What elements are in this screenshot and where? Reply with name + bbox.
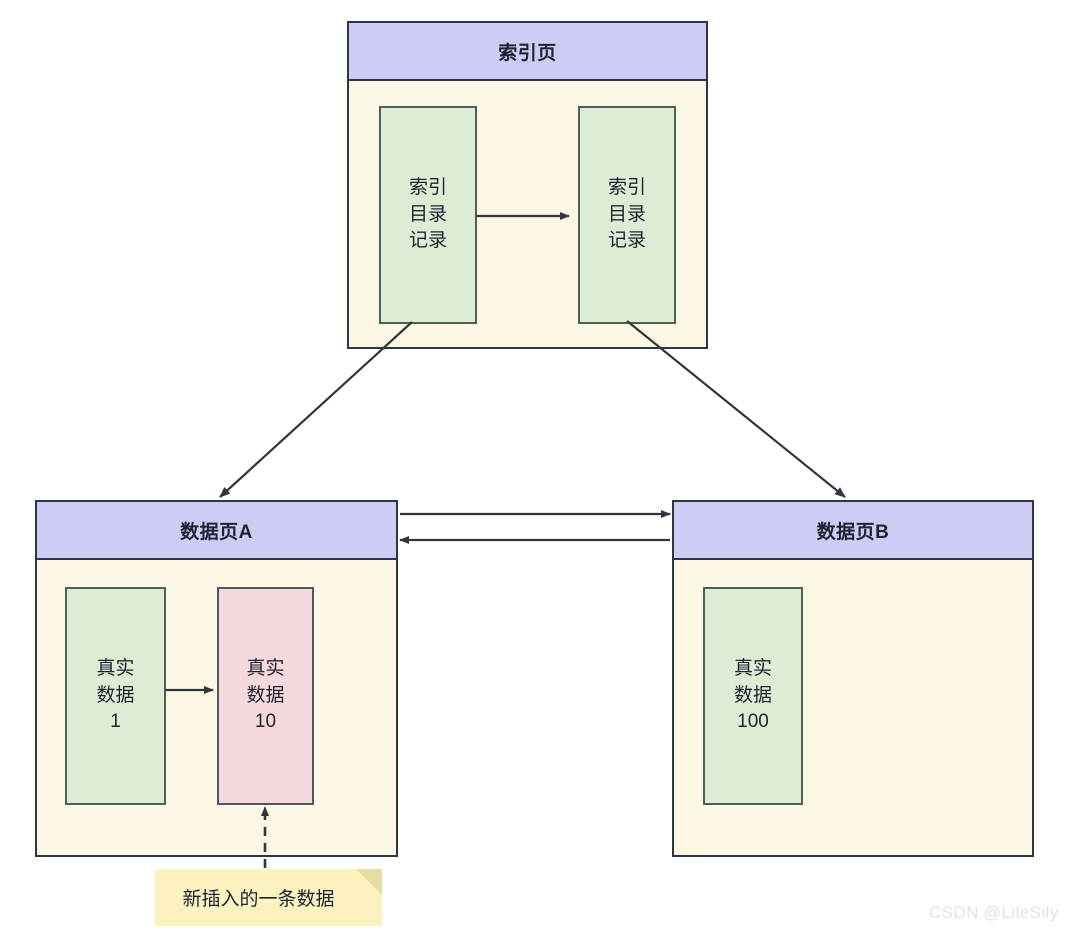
data-record-100-label: 真实 数据 100 bbox=[733, 657, 772, 733]
data-record-1[interactable]: 真实 数据 1 bbox=[65, 587, 166, 805]
data-record-10[interactable]: 真实 数据 10 bbox=[217, 587, 314, 805]
data-page-b-header: 数据页B bbox=[674, 502, 1032, 560]
index-record-1-label: 索引 目录 记录 bbox=[408, 176, 447, 252]
data-record-10-label: 真实 数据 10 bbox=[246, 657, 285, 733]
index-page-body: 索引 目录 记录 索引 目录 记录 bbox=[349, 81, 706, 347]
data-page-b-container[interactable]: 数据页B 真实 数据 100 bbox=[672, 500, 1034, 857]
sticky-note-new-row[interactable]: 新插入的一条数据 bbox=[155, 869, 382, 926]
data-page-a-container[interactable]: 数据页A 真实 数据 1 真实 数据 10 bbox=[35, 500, 398, 857]
data-page-a-body: 真实 数据 1 真实 数据 10 bbox=[37, 560, 396, 855]
index-page-header: 索引页 bbox=[349, 23, 706, 81]
index-record-2-label: 索引 目录 记录 bbox=[607, 176, 646, 252]
index-page-container[interactable]: 索引页 索引 目录 记录 索引 目录 记录 bbox=[347, 21, 708, 349]
data-page-b-body: 真实 数据 100 bbox=[674, 560, 1032, 855]
watermark-text: CSDN @LileSily bbox=[929, 903, 1059, 922]
sticky-note-label: 新插入的一条数据 bbox=[182, 889, 335, 910]
index-record-1[interactable]: 索引 目录 记录 bbox=[379, 106, 477, 324]
index-record-2[interactable]: 索引 目录 记录 bbox=[578, 106, 676, 324]
sticky-note-fold-icon bbox=[356, 869, 382, 895]
data-page-a-header: 数据页A bbox=[37, 502, 396, 560]
data-record-100[interactable]: 真实 数据 100 bbox=[703, 587, 803, 805]
data-record-1-label: 真实 数据 1 bbox=[96, 657, 135, 733]
